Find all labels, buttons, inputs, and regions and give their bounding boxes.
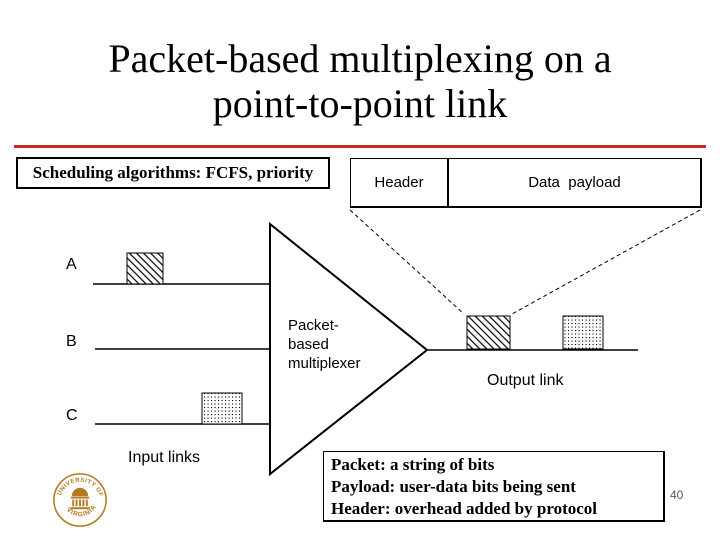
definition-payload: Payload: user-data bits being sent xyxy=(331,477,576,496)
multiplexer-triangle xyxy=(269,221,429,477)
slide-title: Packet-based multiplexing on a point-to-… xyxy=(0,36,720,126)
university-of-virginia-seal-logo: UNIVERSITY OF VIRGINIA xyxy=(53,473,107,527)
packet-header-cell: Header xyxy=(374,174,424,191)
input-label-a: A xyxy=(66,256,77,273)
packet-payload-cell: Data payload xyxy=(447,159,700,206)
input-label-b: B xyxy=(66,333,77,350)
packet-format-box: Header Data payload xyxy=(350,158,702,208)
packet-on-link-a xyxy=(126,252,164,285)
scheduling-note-box: Scheduling algorithms: FCFS, priority xyxy=(16,157,330,189)
multiplexer-label: Packet- based multiplexer xyxy=(288,317,361,372)
scheduling-note-text: Scheduling algorithms: FCFS, priority xyxy=(32,163,314,182)
payload-callout-dash-right xyxy=(511,209,701,315)
title-line-2: point-to-point link xyxy=(212,81,508,126)
title-line-1: Packet-based multiplexing on a xyxy=(108,36,612,81)
definition-packet: Packet: a string of bits xyxy=(331,455,495,474)
seal-rotunda-icon xyxy=(70,487,90,510)
definition-header: Header: overhead added by protocol xyxy=(331,499,598,518)
output-packet-dotted xyxy=(562,315,604,350)
definitions-box: Packet: a string of bits Payload: user-d… xyxy=(323,451,665,522)
page-number: 40 xyxy=(670,488,684,502)
header-callout-dash-left xyxy=(349,209,465,315)
packet-on-link-c xyxy=(201,392,243,425)
title-underline-rule xyxy=(14,145,706,148)
output-packet-hatched xyxy=(466,315,511,350)
input-label-c: C xyxy=(66,407,78,424)
input-links-label: Input links xyxy=(128,449,201,466)
output-link-label: Output link xyxy=(487,372,564,389)
